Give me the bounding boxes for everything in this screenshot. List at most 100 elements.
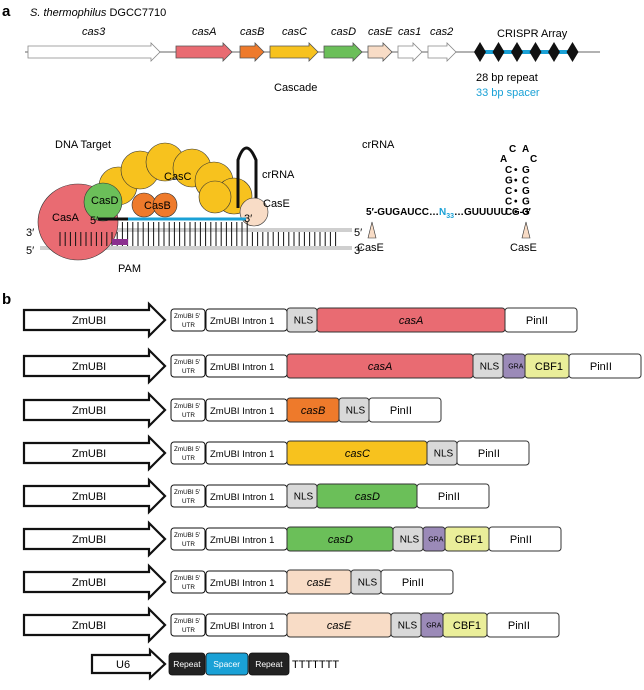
terminator-box (486, 612, 560, 638)
utr-box (170, 308, 206, 332)
term-label: PinII (390, 405, 412, 417)
term-label: PinII (508, 620, 530, 632)
stem-pair-dot: • (514, 197, 518, 208)
utr-box (170, 354, 206, 378)
dna-target-title: DNA Target (55, 139, 111, 151)
gene-label-casB: casB (240, 26, 264, 38)
promoter-label: ZmUBI (72, 620, 106, 632)
term-label: PinII (438, 491, 460, 503)
crrna-seq-start: 5′-GUGAUCC… (366, 207, 439, 218)
promoter-label: ZmUBI (72, 361, 106, 373)
stem-pair-dot: • (514, 186, 518, 197)
intron-label: ZmUBI Intron 1 (210, 621, 274, 632)
intron-label: ZmUBI Intron 1 (210, 406, 274, 417)
promoter-arrow (22, 477, 167, 515)
crispr-array (474, 42, 579, 62)
terminator-box (380, 569, 454, 595)
crispr-repeat-diamond (529, 42, 542, 62)
intron-label: ZmUBI Intron 1 (210, 578, 274, 589)
cds-label: casA (368, 361, 392, 373)
promoter-arrow (22, 520, 167, 558)
pam-label: PAM (118, 263, 141, 275)
casa-label: CasA (52, 212, 80, 224)
utr-label: ZmUBI 5′ (174, 446, 201, 453)
utr-label: ZmUBI 5′ (174, 489, 201, 496)
casd-protein (83, 182, 123, 222)
loop-nt: C (509, 144, 516, 155)
base-pair-ticks (59, 222, 337, 246)
gra-label: GRA (426, 623, 442, 630)
stem-nt-right: G (522, 197, 530, 208)
loop-nt: A (500, 154, 507, 165)
stem-nt-left: C (505, 207, 512, 218)
terminator-box (416, 483, 490, 509)
species-name: S. thermophilus (30, 7, 107, 19)
strain-name: DGCC7710 (109, 7, 166, 19)
case-cut-marker-right (521, 221, 531, 239)
crispr-repeat-diamond (492, 42, 505, 62)
crispr-repeat-diamond (474, 42, 486, 62)
utr-box (170, 398, 206, 422)
utr-box (170, 441, 206, 465)
case-cut-marker-left (367, 221, 377, 239)
cascade-complex-illustration: PAM CasA CasD CasB CasC CasE crRNA 5′ 3′… (26, 142, 362, 275)
intron-label: ZmUBI Intron 1 (210, 449, 274, 460)
loop-nt: C (530, 154, 537, 165)
gene-arrow-cas3 (27, 42, 161, 62)
gene-arrow-casE (367, 42, 393, 62)
crrna-label: crRNA (262, 169, 295, 181)
utr-box (170, 613, 206, 637)
cds-label: casE (327, 620, 352, 632)
cds-label: casD (328, 534, 353, 546)
utr-label: ZmUBI 5′ (174, 403, 201, 410)
crispr-repeat-diamond (511, 42, 523, 62)
dna-bottom-five-prime: 5′ (26, 245, 34, 257)
u6-spacer-box (205, 652, 249, 676)
utr-label: UTR (182, 322, 195, 329)
loop-nt: A (522, 144, 529, 155)
gene-arrow-casA (175, 42, 233, 62)
nls-label: NLS (434, 449, 454, 460)
gra-label: GRA (508, 364, 523, 371)
promoter-arrow (22, 301, 167, 339)
gene-arrow-cas2 (427, 42, 457, 62)
terminator-box (368, 397, 442, 423)
casc-label: CasC (164, 171, 192, 183)
case-protein (239, 197, 269, 227)
nls-label: NLS (480, 362, 500, 373)
casb-protein-2 (152, 192, 178, 218)
stem-nt-left: C (505, 197, 512, 208)
term-label: PinII (526, 315, 548, 327)
stem-pair-dot: • (514, 207, 518, 218)
crrna-seq-end: G-3′ (512, 207, 532, 218)
promoter-label: ZmUBI (72, 448, 106, 460)
utr-label: UTR (182, 541, 195, 548)
u6-repeat-label: Repeat (255, 659, 283, 669)
dna-top-three-prime: 3′ (26, 227, 34, 239)
utr-label: UTR (182, 627, 195, 634)
gene-arrow-casC (269, 42, 319, 62)
case-cut-label-left: CasE (357, 242, 384, 254)
promoter-label: ZmUBI (72, 491, 106, 503)
cds-label: casE (307, 577, 332, 589)
panel-a-label: a (2, 3, 11, 20)
crispr-repeat-diamond (566, 42, 579, 62)
terminator-box (488, 526, 562, 552)
casc-filament (98, 142, 253, 215)
cds-label: casA (399, 315, 423, 327)
stem-nt-right: G (522, 165, 530, 176)
stem-nt-right: C (522, 176, 529, 187)
gene-arrow-cas1 (397, 42, 423, 62)
utr-box (170, 570, 206, 594)
cascade-label: Cascade (274, 82, 317, 94)
cbf-label: CBF1 (535, 361, 563, 373)
crrna-seq-spacer-length: 33 (446, 213, 454, 220)
